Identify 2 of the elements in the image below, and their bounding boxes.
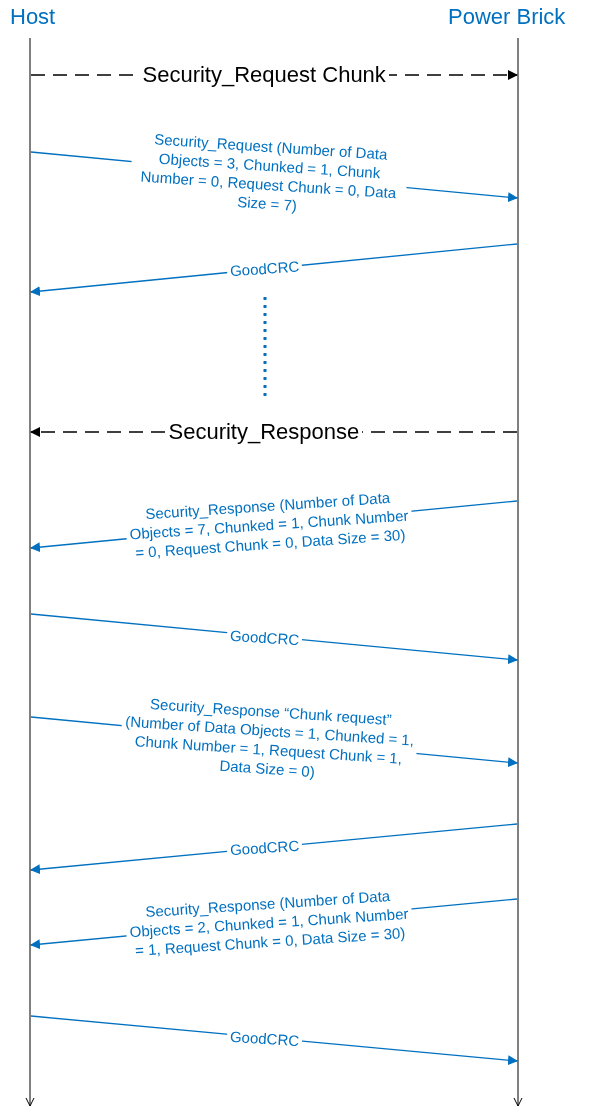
participant-name: Host <box>10 4 56 30</box>
participant-name: Power Brick <box>448 4 566 30</box>
